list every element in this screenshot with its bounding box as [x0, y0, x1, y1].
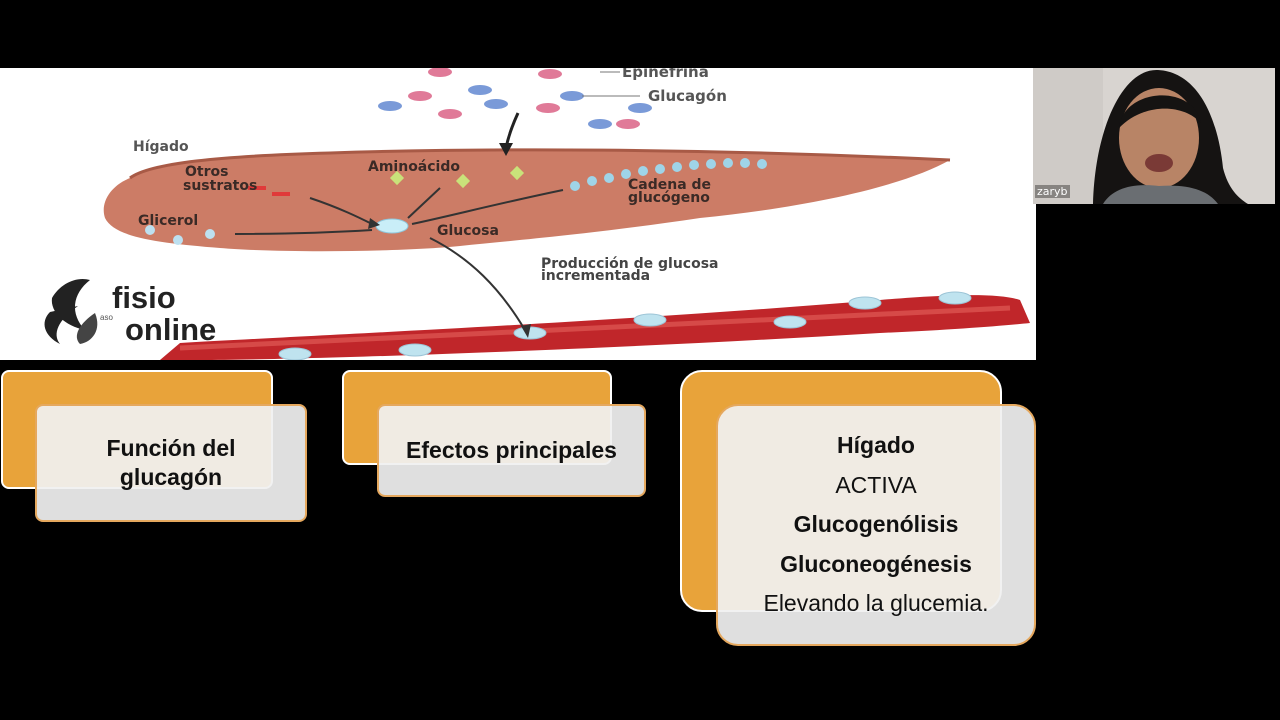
card-2-title: Efectos principales: [406, 437, 617, 463]
label-glucagon: Glucagón: [648, 87, 727, 105]
card-3-line-glucemia: Elevando la glucemia.: [763, 590, 989, 617]
card-3: Hígado ACTIVA Glucogenólisis Gluconeogén…: [716, 404, 1036, 646]
card-3-line-glucogenolisis: Glucogenólisis: [793, 511, 959, 538]
participant-video-tile[interactable]: zaryb: [1033, 68, 1275, 204]
label-glucosa: Glucosa: [437, 223, 499, 239]
card-3-text: Hígado ACTIVA Glucogenólisis Gluconeogén…: [763, 426, 988, 624]
participant-name: zaryb: [1035, 185, 1070, 198]
label-aminoacido: Aminoácido: [368, 159, 460, 175]
card-3-line-activa: ACTIVA: [835, 471, 917, 498]
logo-online: online: [125, 312, 216, 347]
label-epinefrina: Epinefrina: [622, 68, 709, 81]
card-2: Efectos principales: [377, 404, 646, 497]
label-cadena: Cadena de: [628, 177, 711, 193]
glucose-molecule: [848, 296, 882, 310]
glucose-molecule: [773, 315, 807, 329]
label-higado: Hígado: [133, 139, 189, 155]
fisioonline-logo: fisio aso online: [44, 278, 216, 347]
glucose-molecule: [398, 343, 432, 357]
label-sustratos: sustratos: [183, 178, 257, 194]
label-glucogeno: glucógeno: [628, 190, 710, 206]
label-glicerol: Glicerol: [138, 213, 198, 229]
label-incrementada: incrementada: [541, 268, 650, 284]
glucose-molecule: [513, 326, 547, 340]
logo-aso: aso: [100, 313, 113, 322]
card-3-line-gluconeogenesis: Gluconeogénesis: [780, 550, 972, 577]
label-otros: Otros: [185, 164, 228, 180]
slide-diagram-image: Epinefrina Glucagón Hígado Otros sustrat…: [0, 68, 1036, 360]
glucose-molecule: [278, 347, 312, 360]
glucose-molecule: [633, 313, 667, 327]
liver-diagram: Epinefrina Glucagón Hígado Otros sustrat…: [0, 68, 1036, 360]
card-1: Función del glucagón: [35, 404, 307, 522]
card-1-title: Función del glucagón: [106, 435, 236, 490]
participant-avatar: [1033, 68, 1275, 204]
label-produccion: Producción de glucosa: [541, 256, 719, 272]
glucose-molecule: [938, 291, 972, 305]
logo-fisio: fisio: [112, 280, 176, 315]
card-3-line-higado: Hígado: [837, 432, 915, 459]
